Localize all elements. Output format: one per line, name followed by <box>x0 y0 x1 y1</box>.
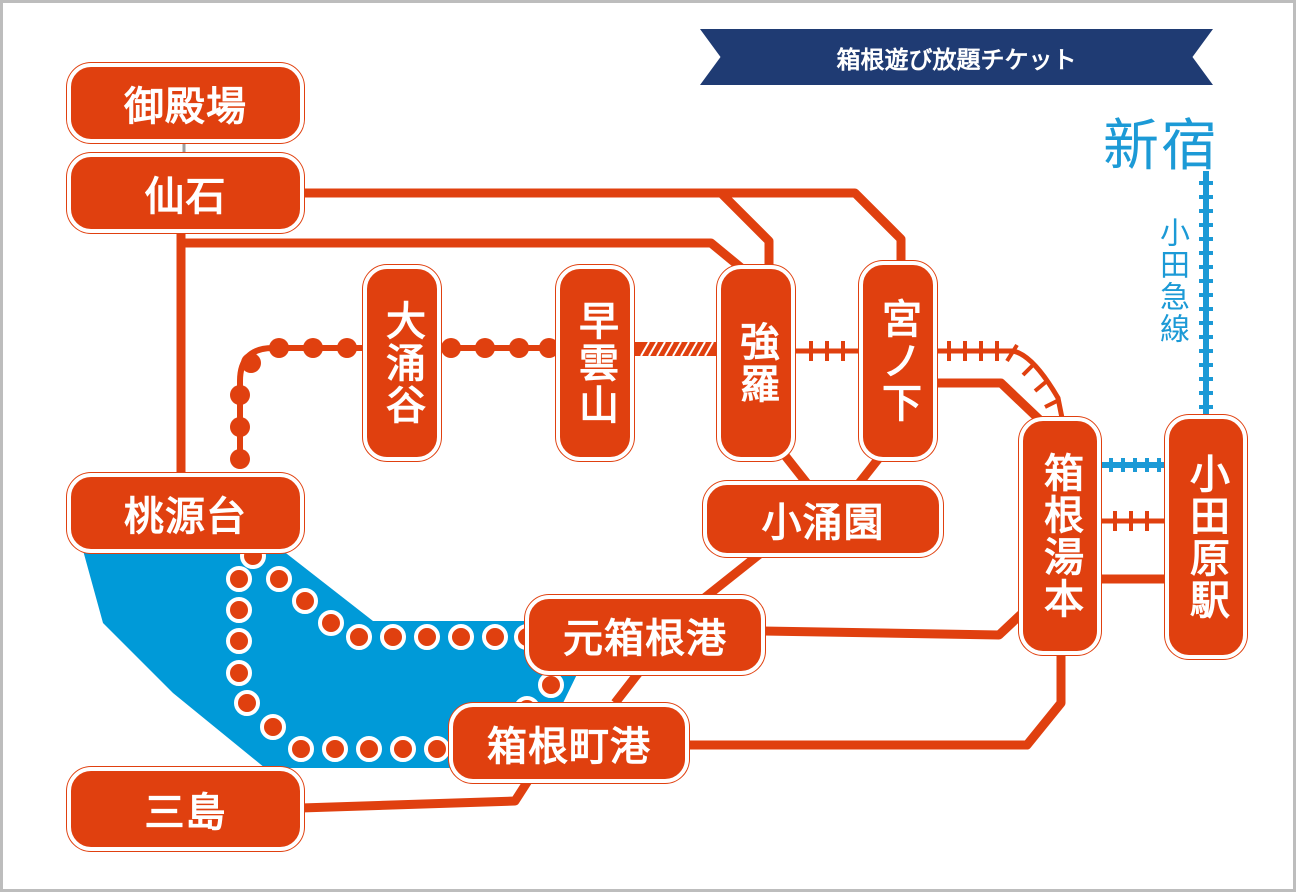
station-label: 仙石 <box>144 174 227 220</box>
station-label: 早雲山 <box>572 300 618 426</box>
station-gotemba[interactable]: 御殿場 <box>67 63 304 143</box>
bus-motohakone-yumoto <box>762 599 1037 640</box>
station-label: 桃源台 <box>124 494 247 540</box>
station-label: 箱根湯本 <box>1037 452 1083 620</box>
ropeway-line <box>230 338 559 469</box>
shinjuku-label: 新宿 <box>1103 114 1219 179</box>
station-sengoku[interactable]: 仙石 <box>67 153 304 233</box>
cablecar-line <box>635 341 721 357</box>
station-label: 小涌園 <box>761 500 885 546</box>
station-label: 強羅 <box>733 321 779 405</box>
odakyu-line-label: 小田急線 <box>1154 217 1189 345</box>
station-owakudani[interactable]: 大涌谷 <box>363 265 441 461</box>
bus-sengoku-gora-2 <box>181 238 748 275</box>
bus-miyanoshita-yumoto <box>928 378 1047 427</box>
station-label: 元箱根港 <box>563 616 727 662</box>
station-togendai[interactable]: 桃源台 <box>67 473 304 553</box>
station-sounzan[interactable]: 早雲山 <box>556 265 634 461</box>
station-hakone-yumoto[interactable]: 箱根湯本 <box>1019 417 1101 655</box>
odakyu-line <box>1101 171 1213 472</box>
station-label: 宮ノ下 <box>875 298 921 424</box>
ticket-banner: 箱根遊び放題チケット <box>700 29 1213 85</box>
station-label: 箱根町港 <box>487 724 651 770</box>
bus-sengoku-miyanoshita <box>721 188 906 269</box>
tozan-railway <box>793 341 1167 531</box>
station-label: 小田原駅 <box>1183 453 1229 621</box>
bus-sengoku-gora <box>298 188 774 271</box>
station-kowakien[interactable]: 小涌園 <box>703 481 943 557</box>
bus-yumoto-hakonemachi <box>683 653 1066 750</box>
station-motohakone[interactable]: 元箱根港 <box>525 595 765 675</box>
station-label: 御殿場 <box>124 84 247 130</box>
station-label: 大涌谷 <box>379 300 425 426</box>
station-miyanoshita[interactable]: 宮ノ下 <box>859 261 937 461</box>
station-gora[interactable]: 強羅 <box>717 265 795 461</box>
station-odawara[interactable]: 小田原駅 <box>1165 415 1247 659</box>
station-label: 三島 <box>144 790 227 836</box>
station-mishima[interactable]: 三島 <box>67 767 304 851</box>
station-hakonemachi[interactable]: 箱根町港 <box>449 703 689 783</box>
